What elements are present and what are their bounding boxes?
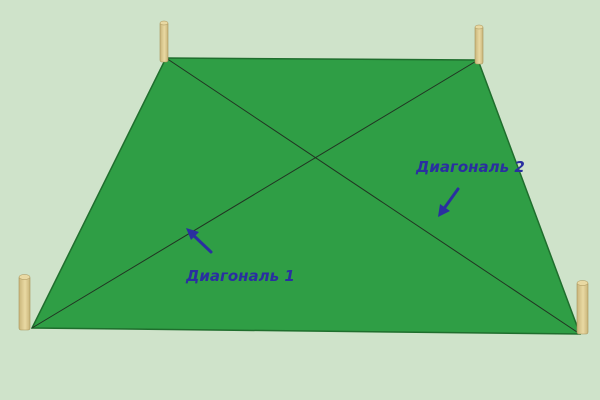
stake-bottom-right: [576, 280, 589, 335]
diagonal-1-line: [31, 59, 479, 329]
diagonal-2-arrow-icon: [438, 187, 460, 217]
diagonal-1-label: Диагональ 1: [185, 267, 295, 285]
stake-top-left: [159, 20, 169, 63]
plot-trapezoid: [30, 57, 582, 335]
diagonal-1-arrow-icon: [186, 228, 213, 254]
stake-bottom-left: [18, 274, 31, 331]
diagonal-2-line: [165, 57, 581, 335]
stake-top-right: [474, 24, 484, 65]
diagonal-2-label: Диагональ 2: [415, 158, 525, 176]
